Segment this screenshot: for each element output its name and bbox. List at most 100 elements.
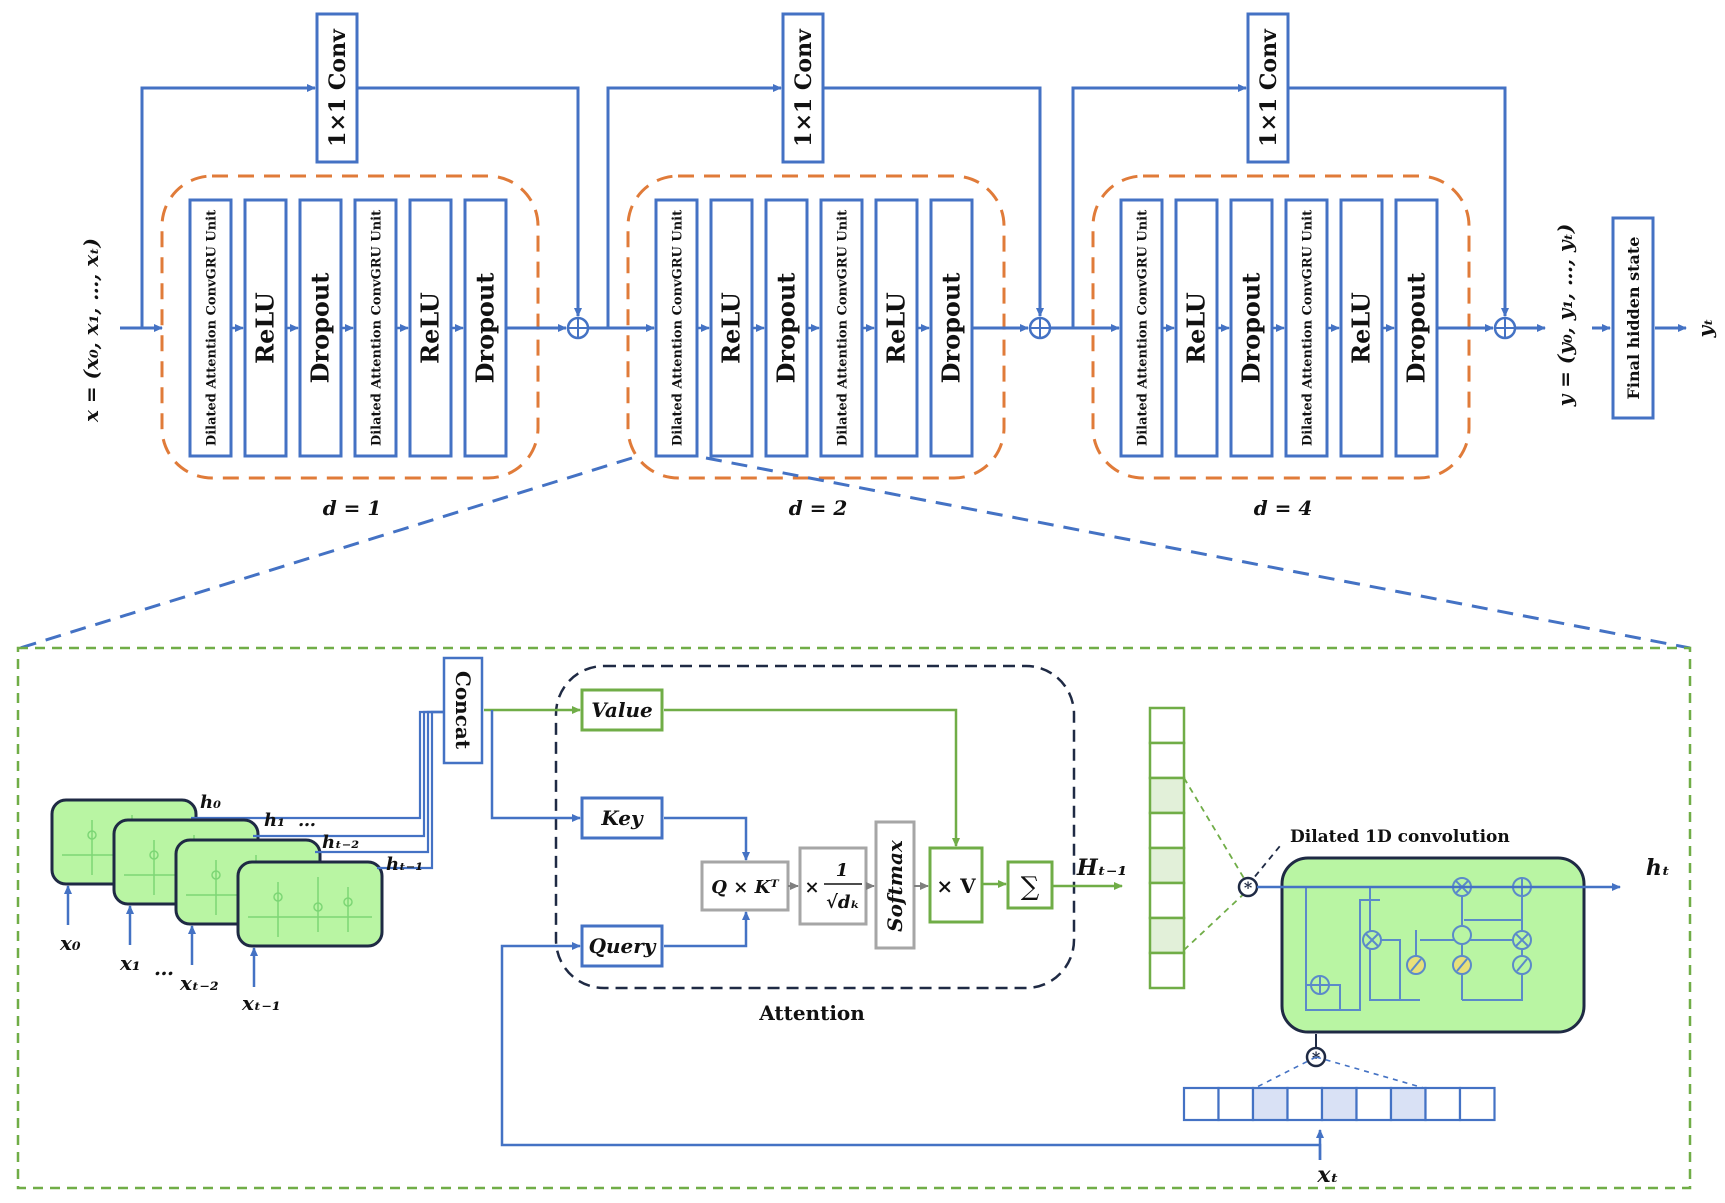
skip-connection-in (606, 84, 782, 328)
hidden-vector-cell (1148, 706, 1186, 745)
skip-connection-out (823, 86, 1044, 317)
relu-block (874, 198, 919, 458)
attention-caption: Attention (758, 1001, 865, 1025)
input-vector-cell (1217, 1086, 1255, 1122)
skip-conv-box (781, 12, 825, 164)
dilation-label: d = 1 (323, 496, 382, 520)
dilated-conv-caption: Dilated 1D convolution (1290, 827, 1510, 847)
convgru-unit-block-label: Dilated Attention ConvGRU Unit (1301, 210, 1316, 446)
relu-block (408, 198, 453, 458)
hidden-vector-cell (1148, 951, 1186, 990)
softmax-box (874, 820, 916, 950)
input-label-1: x₁ (119, 951, 141, 975)
qk-label: Q × Kᵀ (711, 877, 780, 898)
input-to-query-arrow (500, 942, 1322, 1160)
relu-block-label: ReLU (1182, 292, 1211, 364)
input-vector-cell (1355, 1086, 1393, 1122)
relu-block (709, 198, 754, 458)
dropout-block (764, 198, 809, 458)
input-label-3: xₜ₋₂ (179, 971, 219, 995)
input-label-2: … (154, 956, 174, 980)
xv-label: × V (936, 874, 976, 898)
zoom-line-right (705, 456, 1691, 650)
cell-op-icon (1452, 925, 1472, 945)
input-vector-cell (1389, 1086, 1427, 1122)
value-label: Value (591, 698, 653, 722)
input-vector-cell (1182, 1086, 1220, 1122)
input-vector-cell (1424, 1086, 1462, 1122)
softmax-label: Softmax (883, 839, 907, 932)
tcn-stack: x = (x₀, x₁, …, xₜ) Dilated Attention Co… (79, 12, 1717, 520)
query-label: Query (589, 934, 657, 958)
dilation-label: d = 4 (1254, 496, 1313, 520)
skip-conv-box (315, 12, 359, 164)
hidden-vector-cell (1148, 881, 1186, 920)
hidden-label-2: … (298, 810, 316, 831)
dropout-block (1229, 198, 1274, 458)
dropout-block-label: Dropout (471, 273, 500, 384)
skip-conv-box (1246, 12, 1290, 164)
sum-box (1006, 860, 1054, 910)
key-to-qk-arrow (664, 816, 750, 861)
hidden-label-1: h₁ (264, 810, 285, 831)
value-to-xv-arrow (664, 708, 960, 847)
final-hidden-state-box (1611, 216, 1655, 420)
input-sequence-label: x = (x₀, x₁, …, xₜ) (79, 238, 103, 423)
hidden-vector-cell (1148, 741, 1186, 780)
input-vector-cell (1286, 1086, 1324, 1122)
conv-input-dash-left (1254, 1056, 1317, 1089)
skip-connection-in (140, 84, 316, 328)
attention-region (554, 664, 1076, 990)
qk-box (700, 860, 790, 912)
convgru-unit-block-label: Dilated Attention ConvGRU Unit (370, 210, 385, 446)
convgru-unit-block-label: Dilated Attention ConvGRU Unit (671, 210, 686, 446)
convgru-unit-block-label: Dilated Attention ConvGRU Unit (205, 210, 220, 446)
relu-block (243, 198, 288, 458)
conv-caption-pointer (1247, 845, 1281, 886)
convgru-unit-block (1284, 198, 1329, 458)
skip-conv-label: 1×1 Conv (791, 28, 817, 147)
input-label-4: xₜ₋₁ (241, 991, 281, 1015)
final-hidden-state-label: Final hidden state (1624, 237, 1643, 400)
dilation-label: d = 2 (789, 496, 848, 520)
concat-box (442, 656, 484, 765)
cell-op-icon (1310, 975, 1330, 995)
relu-block-label: ReLU (717, 292, 746, 364)
conv-operator-hidden-symbol: * (1244, 878, 1253, 897)
output-sequence-label: y = (y₀, y₁, …, yₜ) (1553, 224, 1577, 408)
convgru-cell-3 (236, 710, 444, 987)
input-xt-label: xₜ (1316, 1162, 1338, 1188)
skip-conv-label: 1×1 Conv (1256, 28, 1282, 147)
dropout-block-label: Dropout (306, 273, 335, 384)
dropout-block-label: Dropout (772, 273, 801, 384)
relu-block-label: ReLU (1347, 292, 1376, 364)
hidden-state-label: Hₜ₋₁ (1076, 855, 1127, 881)
convgru-cell-body (236, 860, 384, 948)
hidden-state-vector (1148, 706, 1186, 990)
input-vector-cell (1320, 1086, 1358, 1122)
dropout-block-label: Dropout (1402, 273, 1431, 384)
conv-top-dash (1183, 777, 1249, 886)
cell-op-icon (1406, 955, 1426, 975)
scale-denominator: √dₖ (826, 892, 860, 913)
cell-op-icon (1452, 955, 1472, 975)
cell-op-icon (1512, 930, 1532, 950)
input-vector-cell (1251, 1086, 1289, 1122)
convgru-cell-detail (1280, 856, 1586, 1034)
skip-connection-out (1288, 86, 1509, 317)
dropout-block (463, 198, 508, 458)
dropout-block (1394, 198, 1439, 458)
relu-block-label: ReLU (882, 292, 911, 364)
cell-op-icon (1362, 930, 1382, 950)
zoom-panel (16, 646, 1692, 1190)
skip-connection-in (1071, 84, 1247, 328)
hidden-vector-cell (1148, 811, 1186, 850)
convgru-unit-block-label: Dilated Attention ConvGRU Unit (836, 210, 851, 446)
cell-to-concat-line (191, 710, 444, 820)
concat-label: Concat (451, 671, 475, 750)
query-box (580, 924, 664, 968)
hidden-vector-cell (1148, 846, 1186, 885)
hidden-label-4: hₜ₋₁ (386, 854, 423, 875)
